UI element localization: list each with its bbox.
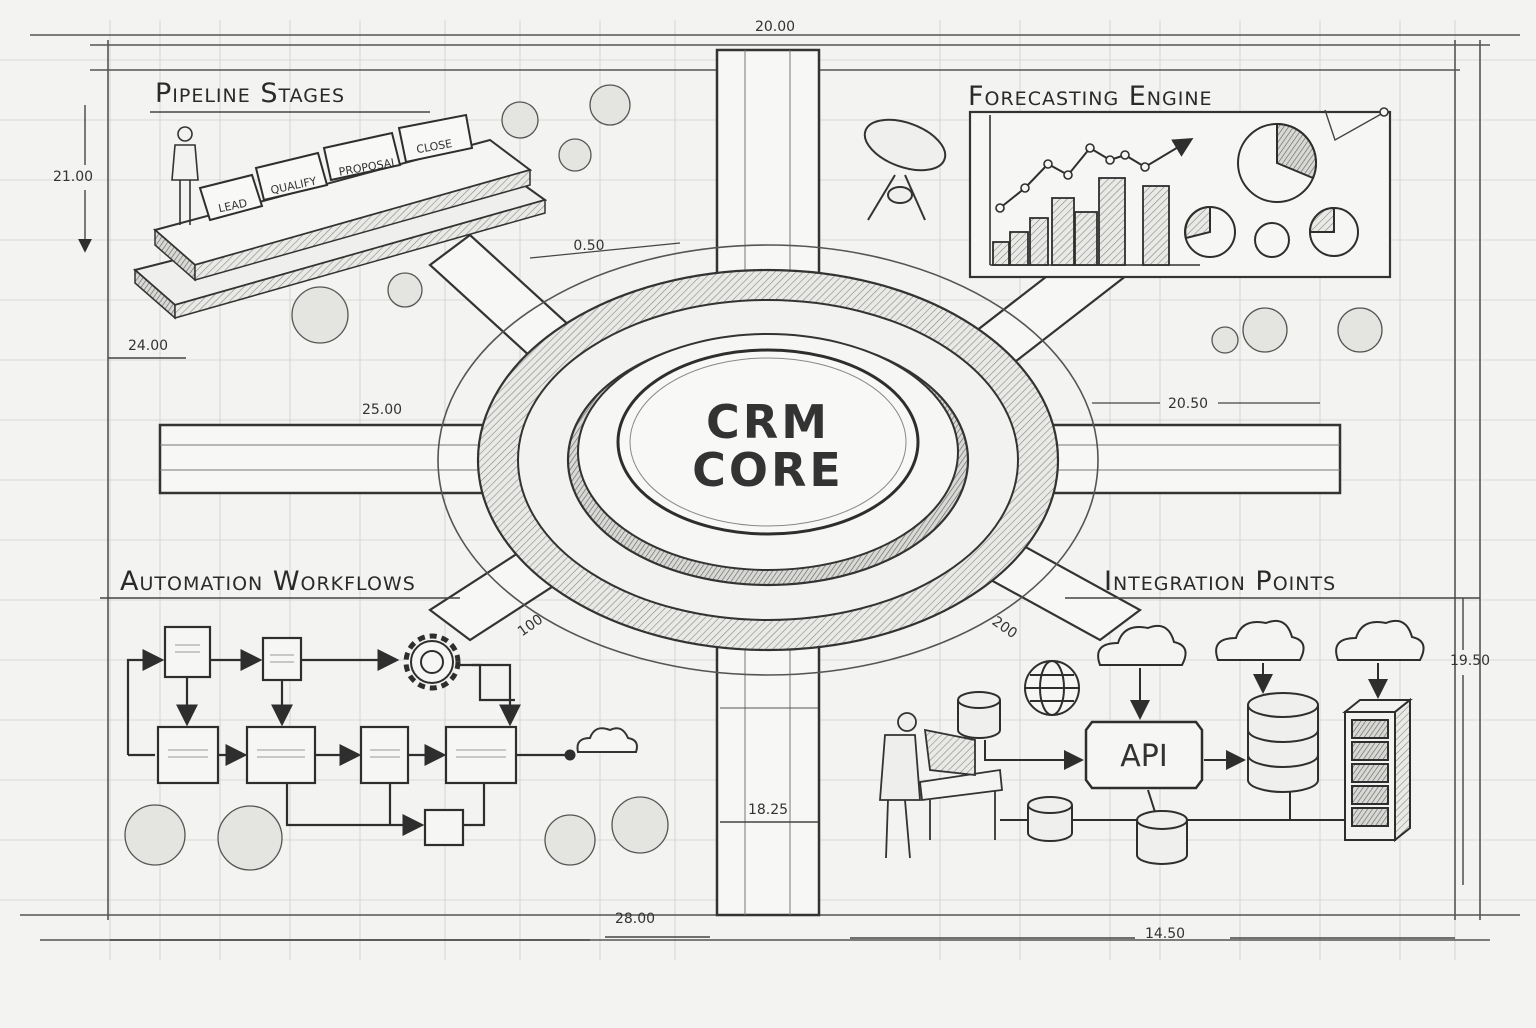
bar-chart-icon [989,115,1200,266]
server-rack-icon [1342,697,1413,843]
tree-icons [1211,307,1383,354]
engineer-at-terminal-icon [879,712,1003,859]
dim-center-bottom: 18.25 [748,802,788,818]
gear-icon [403,633,461,691]
stage-close: CLOSE [397,113,474,164]
dim-bottom-left: 28.00 [615,911,655,927]
dim-left-upper: 21.00 [53,169,93,185]
dim-bottom-right: 14.50 [1145,926,1185,942]
svg-text:CLOSE: CLOSE [415,137,453,156]
dim-road-left: 25.00 [362,402,402,418]
person-icon [171,126,199,225]
pipeline-stages-section: Pipeline Stages LEAD QUALIFY PROPOSAL CL… [132,78,631,344]
dim-right-lower: 19.50 [1450,653,1490,669]
trend-line-icon [995,137,1194,213]
pie-chart-icons [1184,122,1359,258]
globe-icon [1024,660,1080,716]
crm-core-hub: CRM CORE [437,244,1099,676]
api-gateway: API [1084,720,1204,790]
dim-diag-upper-left: 0.50 [573,238,604,254]
forecasting-engine-section: Forecasting Engine [863,81,1392,354]
dim-road-right: 20.50 [1168,396,1208,412]
section-title-pipeline: Pipeline Stages [155,78,345,109]
dim-top: 20.00 [755,19,795,35]
integration-arrows [984,663,1388,821]
svg-text:LEAD: LEAD [217,197,248,216]
database-icons [957,691,1319,865]
automation-workflows-section: Automation Workflows [100,566,669,871]
cloud-icon [576,727,638,753]
workflow-arrows [126,649,576,836]
core-label-line2: CORE [692,443,844,497]
dim-left-mid: 24.00 [128,338,168,354]
section-title-integration: Integration Points [1104,566,1336,597]
tree-icons [291,84,631,344]
core-label-line1: CRM [706,395,830,449]
api-label: API [1120,739,1167,774]
cloud-icons [1097,619,1425,666]
section-title-forecasting: Forecasting Engine [968,81,1213,112]
section-title-automation: Automation Workflows [120,566,416,597]
tree-icons [124,796,669,871]
integration-points-section: Integration Points API [879,566,1480,865]
satellite-dish-icon [863,118,947,221]
stage-lead: LEAD [198,173,264,222]
